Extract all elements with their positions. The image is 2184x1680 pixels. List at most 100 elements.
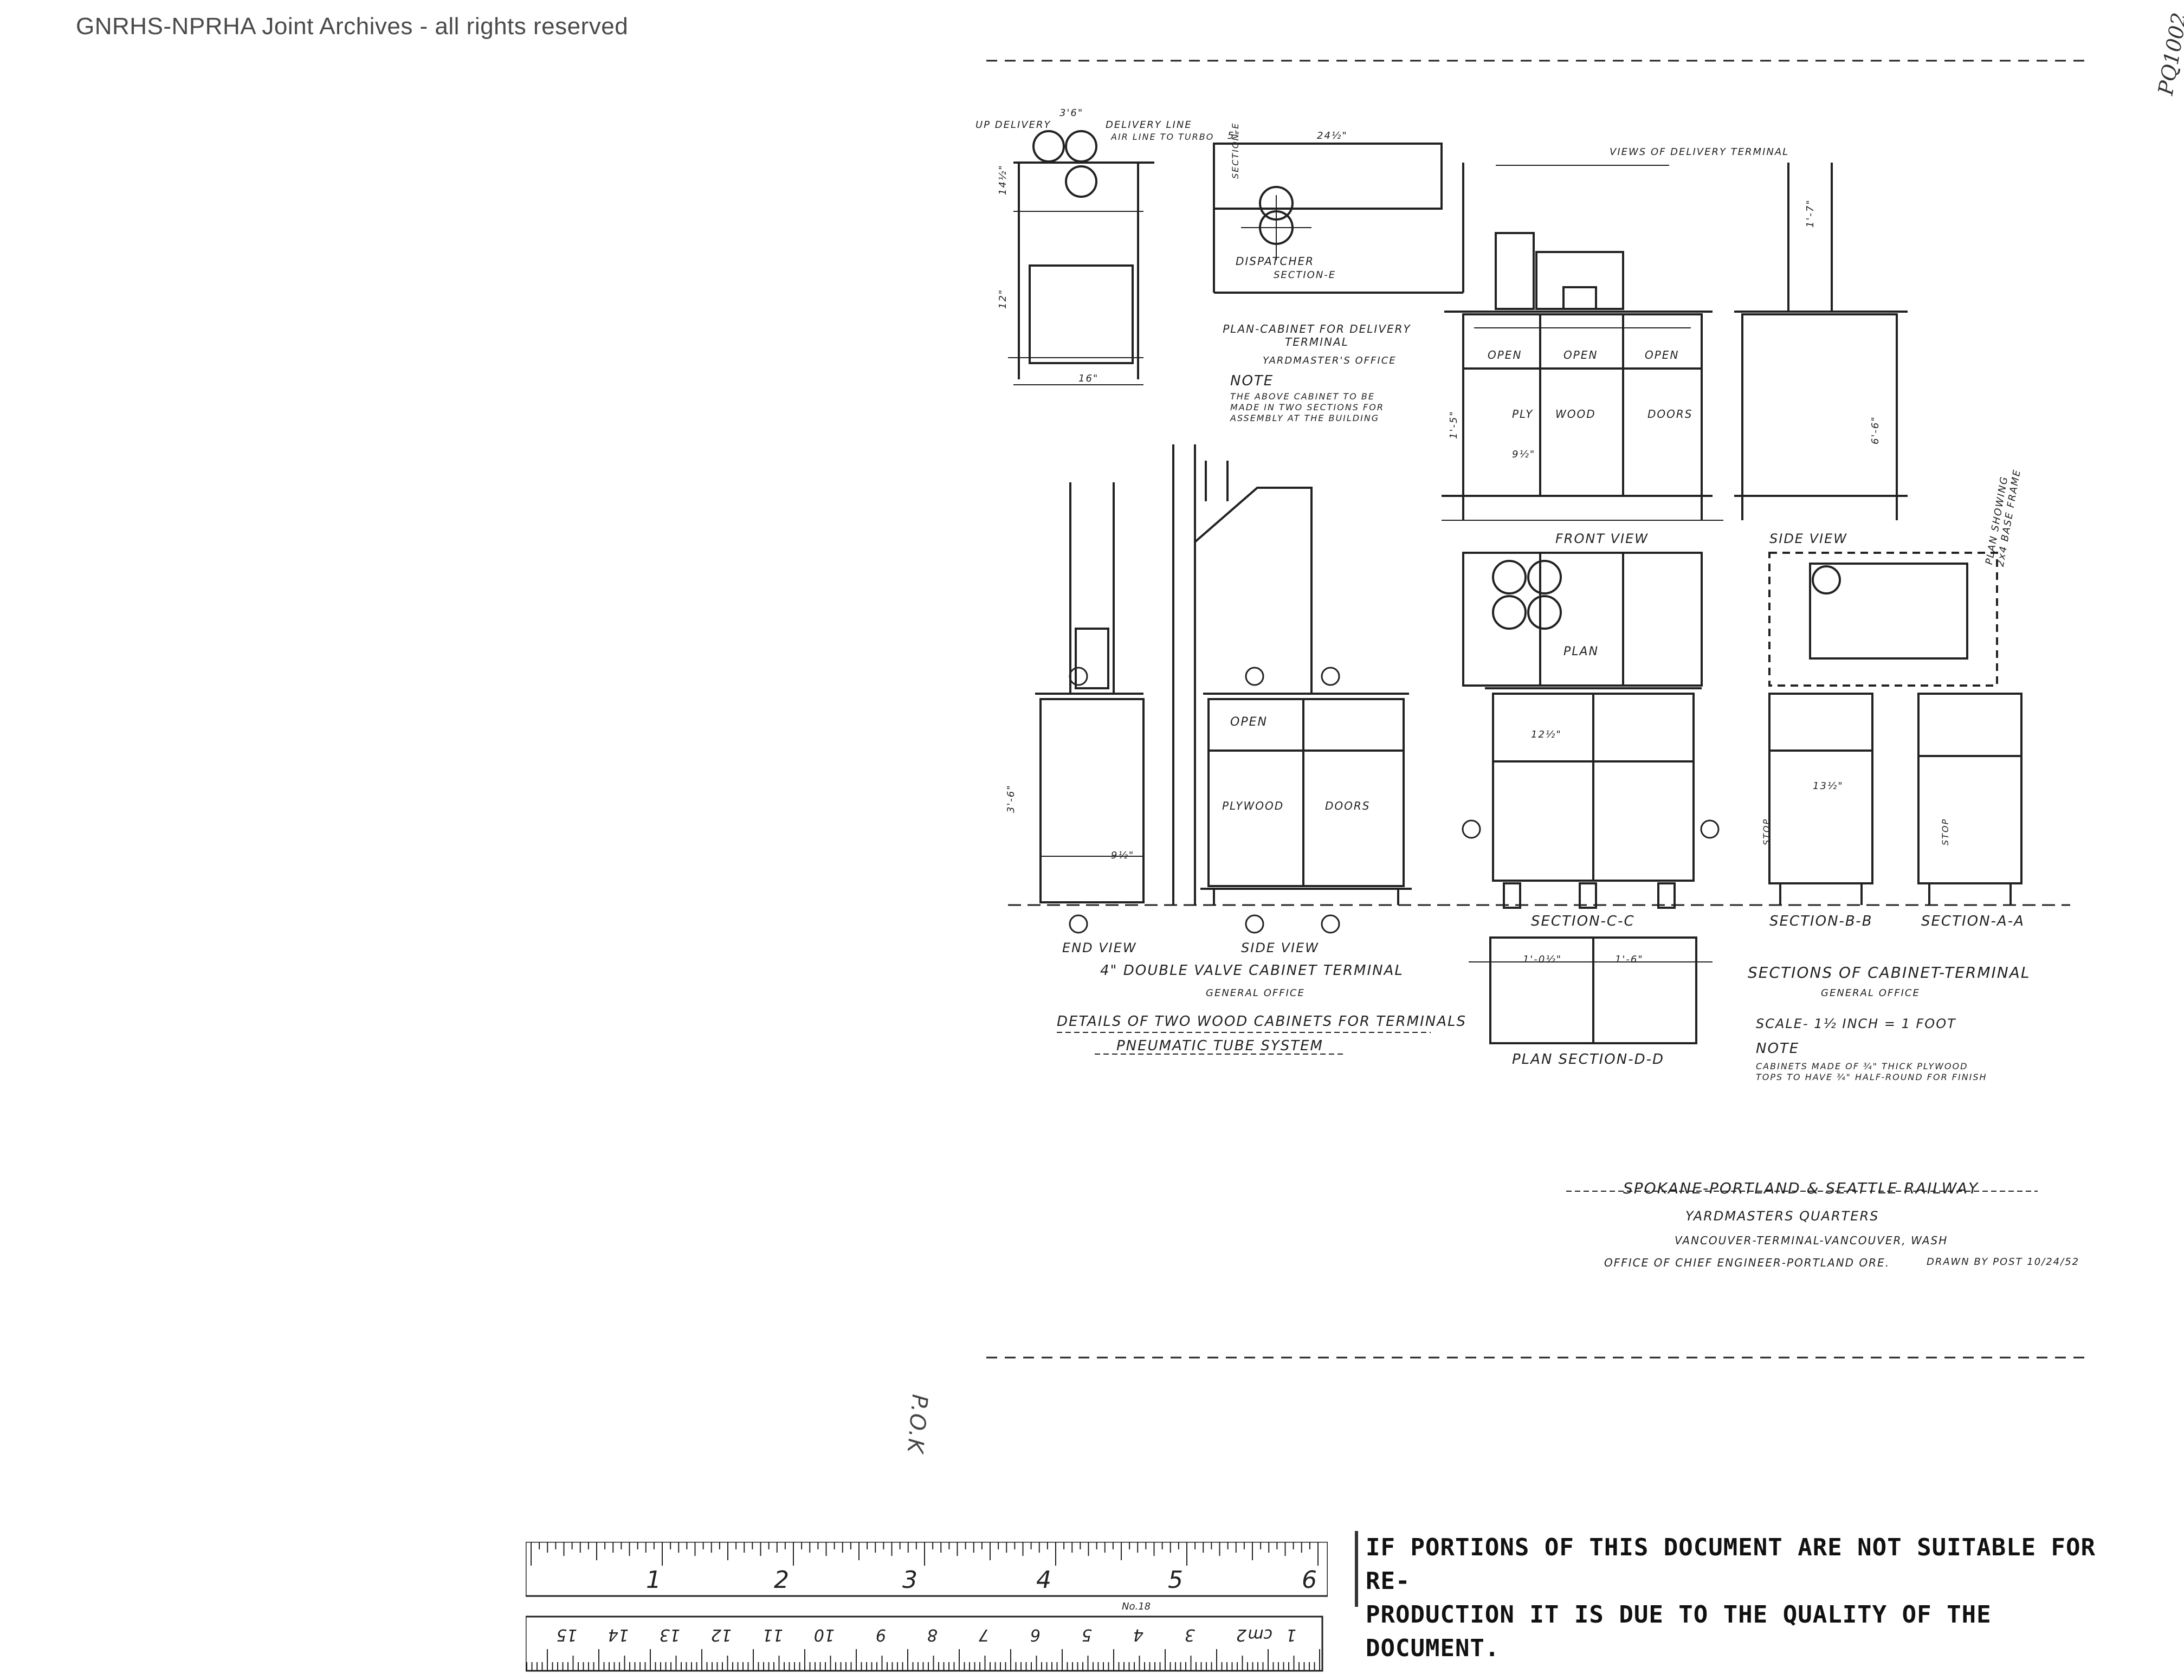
ruler-inch-1: 1 <box>646 1566 661 1594</box>
details-title: DETAILS OF TWO WOOD CABINETS FOR TERMINA… <box>1057 1013 1467 1030</box>
margin-mark: P.O.K <box>902 1393 932 1455</box>
dim-13-5: 13½" <box>1813 780 1844 792</box>
section-c-c <box>1485 687 1702 909</box>
dim-6-6: 6'-6" <box>1870 416 1881 444</box>
door-label-wood: WOOD <box>1555 408 1596 421</box>
ruler-cm-11: 11 <box>763 1625 783 1644</box>
pneumatic-system: PNEUMATIC TUBE SYSTEM <box>1116 1038 1323 1054</box>
section-a-a <box>1917 693 2023 905</box>
plan-note-line-2: MADE IN TWO SECTIONS FOR <box>1230 402 1384 412</box>
plan-delivery-cabinet <box>1008 130 1154 385</box>
ruler-cm-10: 10 <box>814 1625 835 1644</box>
measuring-ruler: 1 2 3 4 5 6 No.18 1 cm 2 3 4 5 6 7 8 9 1… <box>525 1541 1329 1672</box>
double-valve-title: 4" DOUBLE VALVE CABINET TERMINAL <box>1100 962 1404 979</box>
dim-16: 16" <box>1078 373 1099 384</box>
label-open-double-valve: OPEN <box>1230 715 1268 729</box>
plan-dispatcher-section <box>1213 143 1464 294</box>
label-stop-right: STOP <box>1940 818 1950 845</box>
title-office: OFFICE OF CHIEF ENGINEER-PORTLAND ORE. <box>1604 1256 1890 1269</box>
label-plan: PLAN <box>1563 645 1599 658</box>
ruler-cm-14: 14 <box>608 1625 629 1644</box>
panel-label-open-2: OPEN <box>1563 348 1598 361</box>
label-front-view: FRONT VIEW <box>1555 531 1649 546</box>
dim-3-6: 3'6" <box>1059 107 1084 119</box>
dim-5: 5" <box>1227 130 1240 141</box>
scale-label: SCALE- 1½ INCH = 1 FOOT <box>1756 1016 1956 1031</box>
ruler-cm-3: 3 <box>1185 1625 1195 1644</box>
dim-14-5: 14½" <box>997 164 1009 195</box>
dim-1-5: 1'-5" <box>1448 410 1459 439</box>
ruler-inch-2: 2 <box>774 1566 789 1594</box>
ruler-cm-2: 2 <box>1236 1625 1246 1644</box>
dim-3-6b: 3'-6" <box>1005 784 1017 813</box>
sections-title: SECTIONS OF CABINET-TERMINAL <box>1748 964 2031 981</box>
label-doors: DOORS <box>1325 799 1371 812</box>
label-plywood: PLYWOOD <box>1222 799 1284 812</box>
delivery-terminal-side-view <box>1734 163 1908 520</box>
label-end-view: END VIEW <box>1062 940 1137 955</box>
ruler-graphic: 1 2 3 4 5 6 No.18 1 cm 2 3 4 5 6 7 8 9 1… <box>525 1541 1329 1672</box>
ruler-cm-15: 15 <box>557 1625 577 1644</box>
ruler-cm-1: 1 <box>1286 1625 1296 1644</box>
sections-note-title: NOTE <box>1756 1041 1800 1057</box>
label-views-delivery: VIEWS OF DELIVERY TERMINAL <box>1610 146 1789 158</box>
label-section-aa: SECTION-A-A <box>1921 913 2025 929</box>
label-side-view-double: SIDE VIEW <box>1241 940 1319 955</box>
sections-note-2: TOPS TO HAVE ¾" HALF-ROUND FOR FINISH <box>1756 1072 1987 1082</box>
ruler-inch-5: 5 <box>1168 1566 1183 1594</box>
dim-1-7: 1'-7" <box>1805 199 1816 228</box>
title-location: VANCOUVER-TERMINAL-VANCOUVER, WASH <box>1675 1234 1948 1247</box>
delivery-terminal-front-view <box>1442 165 1723 521</box>
double-valve-subtitle: GENERAL OFFICE <box>1206 987 1305 999</box>
dim-12-5: 12½" <box>1531 729 1562 740</box>
title-railway: SPOKANE-PORTLAND & SEATTLE RAILWAY <box>1623 1179 1979 1197</box>
ruler-cm-4: 4 <box>1133 1625 1143 1644</box>
plan-note-title: NOTE <box>1230 373 1274 389</box>
ruler-model: No.18 <box>1122 1601 1151 1612</box>
label-up-delivery: UP DELIVERY <box>975 119 1051 131</box>
ruler-cm-label: cm <box>1248 1625 1272 1644</box>
ruler-inch-4: 4 <box>1036 1566 1051 1594</box>
ruler-cm-7: 7 <box>979 1625 989 1644</box>
ruler-cm-6: 6 <box>1030 1625 1041 1644</box>
label-side-view-delivery: SIDE VIEW <box>1769 531 1847 546</box>
dim-1-0-5: 1'-0½" <box>1523 954 1562 965</box>
label-dispatcher: DISPATCHER <box>1236 255 1315 268</box>
plan-cabinet-subtitle: YARDMASTER'S OFFICE <box>1263 355 1397 366</box>
label-section-cc: SECTION-C-C <box>1531 913 1635 929</box>
section-b-b <box>1768 693 1873 905</box>
ruler-cm-13: 13 <box>660 1625 680 1644</box>
label-air-line: AIR LINE TO TURBO <box>1111 132 1214 142</box>
title-building: YARDMASTERS QUARTERS <box>1685 1209 1879 1224</box>
label-stop-left: STOP <box>1761 818 1772 845</box>
reproduction-notice: IF PORTIONS OF THIS DOCUMENT ARE NOT SUI… <box>1355 1531 2119 1662</box>
plan-cabinet-title: PLAN-CABINET FOR DELIVERY TERMINAL <box>1223 322 1411 348</box>
label-delivery-line: DELIVERY LINE <box>1106 119 1192 131</box>
double-valve-end-view <box>1035 482 1145 903</box>
ruler-cm-12: 12 <box>711 1625 732 1644</box>
ruler-cm-9: 9 <box>876 1625 886 1644</box>
panel-label-open-3: OPEN <box>1645 348 1679 361</box>
plan-section-d-d <box>1469 936 1713 1044</box>
label-plan-section-dd: PLAN SECTION-D-D <box>1512 1051 1665 1068</box>
ruler-cm-5: 5 <box>1082 1625 1092 1644</box>
sections-note-1: CABINETS MADE OF ¾" THICK PLYWOOD <box>1756 1061 1968 1071</box>
dim-1-6: 1'-6" <box>1615 954 1644 965</box>
label-section-e: SECTION-E <box>1274 269 1336 281</box>
title-drawn: DRAWN BY POST 10/24/52 <box>1927 1256 2080 1268</box>
plan-note-line-3: ASSEMBLY AT THE BUILDING <box>1230 413 1380 423</box>
dim-9-5b: 9½" <box>1111 850 1135 861</box>
door-label-ply: PLY <box>1512 408 1534 421</box>
sections-subtitle: GENERAL OFFICE <box>1821 987 1920 999</box>
ruler-inch-3: 3 <box>902 1566 917 1594</box>
ruler-inch-6: 6 <box>1302 1566 1317 1594</box>
notice-line-2: PRODUCTION IT IS DUE TO THE QUALITY OF T… <box>1366 1601 1992 1662</box>
dim-9-5: 9½" <box>1512 449 1536 460</box>
dim-24-5: 24½" <box>1317 130 1348 141</box>
archive-watermark: GNRHS-NPRHA Joint Archives - all rights … <box>76 13 629 40</box>
ruler-cm-8: 8 <box>927 1625 938 1644</box>
panel-label-open-1: OPEN <box>1488 348 1522 361</box>
delivery-terminal-plan <box>1462 552 1998 687</box>
dim-12: 12" <box>997 288 1009 309</box>
